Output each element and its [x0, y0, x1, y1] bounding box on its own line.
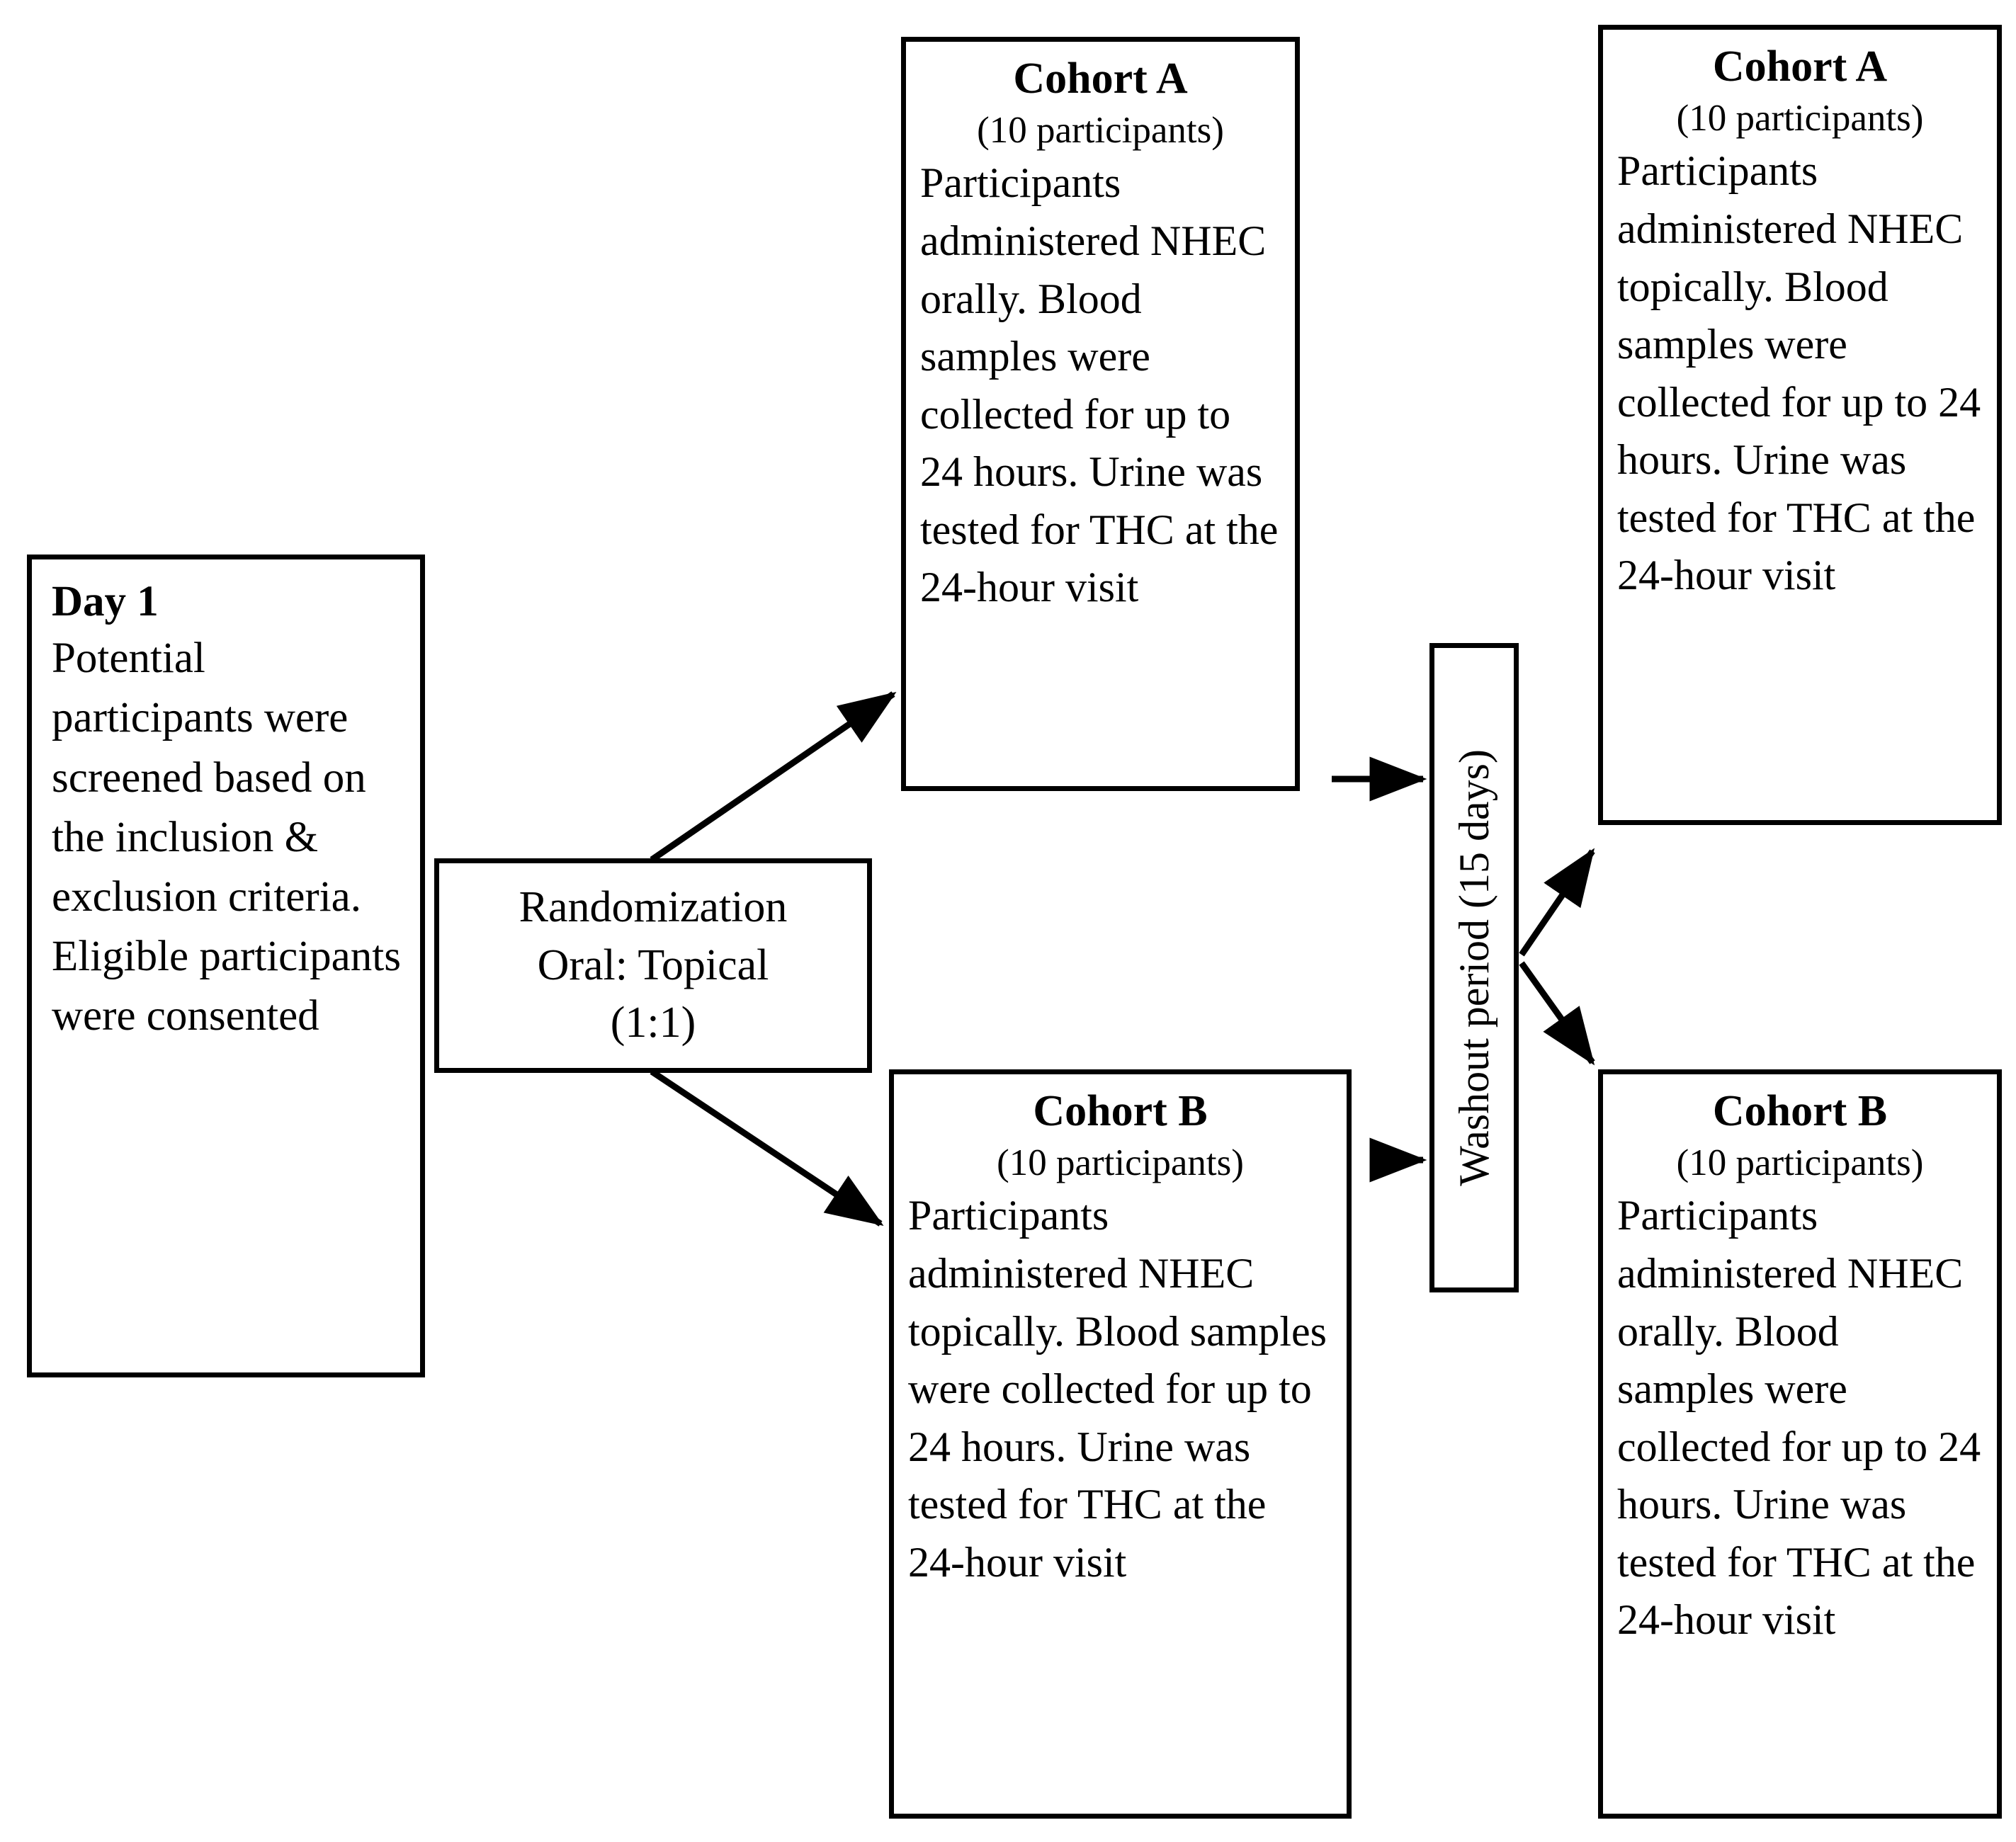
node-cohort-b-phase1-body: Participants administered NHEC topically… — [908, 1192, 1327, 1586]
node-randomization: Randomization Oral: Topical (1:1) — [434, 858, 872, 1073]
node-cohort-a-phase1: Cohort A (10 participants) Participants … — [901, 37, 1300, 791]
node-cohort-b-phase2-title: Cohort B — [1712, 1087, 1888, 1135]
node-cohort-a-phase2-title: Cohort A — [1712, 42, 1888, 91]
arrow-randomization-to-cohort-b — [650, 1069, 884, 1227]
node-day1-body: Potential participants were screened bas… — [52, 635, 401, 1040]
node-cohort-b-phase1: Cohort B (10 participants) Participants … — [889, 1069, 1352, 1819]
arrow-washout-to-cohort-b-phase2 — [1519, 961, 1595, 1066]
node-randomization-line2: Oral: Topical — [537, 940, 769, 989]
node-cohort-a-phase1-subtitle: (10 participants) — [977, 109, 1224, 151]
node-cohort-b-phase2-body: Participants administered NHEC orally. B… — [1617, 1192, 1981, 1644]
node-cohort-b-phase2-subtitle: (10 participants) — [1676, 1142, 1924, 1183]
node-day1-title: Day 1 — [52, 578, 159, 625]
node-washout-period-label: Washout period (15 days) — [1450, 749, 1497, 1186]
arrow-washout-to-cohort-a-phase2 — [1519, 848, 1595, 957]
node-cohort-a-phase1-title: Cohort A — [1013, 55, 1188, 103]
node-randomization-line1: Randomization — [519, 882, 788, 931]
node-cohort-a-phase2-body: Participants administered NHEC topically… — [1617, 147, 1981, 599]
node-washout-period: Washout period (15 days) — [1429, 643, 1519, 1292]
node-cohort-a-phase1-body: Participants administered NHEC orally. B… — [920, 159, 1279, 611]
arrow-randomization-to-cohort-a — [650, 691, 897, 863]
node-cohort-b-phase1-title: Cohort B — [1033, 1087, 1208, 1135]
node-cohort-a-phase2-subtitle: (10 participants) — [1676, 97, 1924, 139]
node-cohort-a-phase2: Cohort A (10 participants) Participants … — [1598, 25, 2002, 825]
node-cohort-b-phase2: Cohort B (10 participants) Participants … — [1598, 1069, 2002, 1819]
node-randomization-line3: (1:1) — [610, 999, 696, 1047]
node-cohort-b-phase1-subtitle: (10 participants) — [997, 1142, 1244, 1183]
node-day1: Day 1 Potential participants were screen… — [27, 555, 425, 1377]
